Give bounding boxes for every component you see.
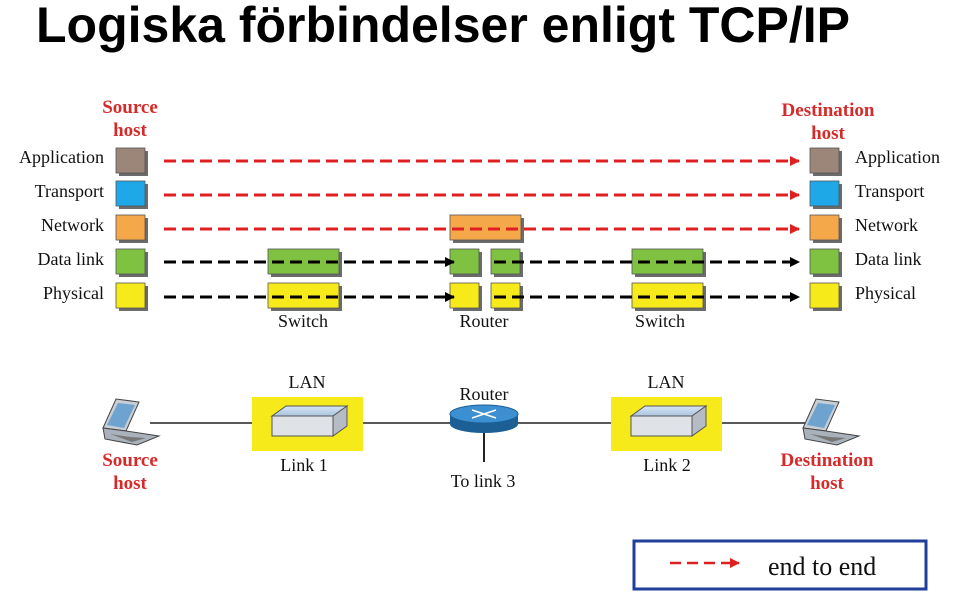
link1-label: Link 1 (280, 455, 328, 475)
destination-host-footer: Destination host (781, 450, 874, 494)
source-layer-labels: Application Transport Network Data link … (19, 147, 104, 303)
router-label: Router (460, 311, 509, 331)
end-to-end-lines (164, 156, 800, 234)
dest-layer-transport: Transport (855, 181, 924, 201)
svg-text:Source: Source (102, 97, 158, 118)
legend-box (632, 539, 928, 591)
source-layer-transport: Transport (35, 181, 104, 201)
destination-application-box (809, 147, 840, 174)
svg-text:host: host (113, 120, 147, 141)
svg-text:Source: Source (102, 450, 158, 471)
source-physical-box (115, 282, 146, 309)
source-layer-datalink: Data link (38, 249, 104, 269)
hop-lines (164, 257, 800, 302)
source-host-heading: Source host (102, 97, 158, 141)
destination-physical-box (809, 282, 840, 309)
svg-text:Destination: Destination (781, 450, 874, 471)
legend: end to end (632, 539, 928, 591)
lan1-switch-icon (270, 405, 349, 437)
source-datalink-box (115, 248, 146, 275)
switch2-label: Switch (635, 311, 685, 331)
lan2-switch-icon (629, 405, 708, 437)
dest-layer-physical: Physical (855, 283, 916, 303)
source-laptop-icon (102, 398, 161, 446)
source-application-box (115, 147, 146, 174)
router-icon (449, 404, 519, 433)
destination-datalink-box (809, 248, 840, 275)
source-network-box (115, 214, 146, 241)
layer-boxes (115, 147, 842, 311)
source-layer-network: Network (41, 215, 104, 235)
dest-layer-network: Network (855, 215, 918, 235)
svg-text:host: host (811, 123, 845, 144)
legend-text: end to end (768, 552, 876, 581)
source-transport-box (115, 180, 146, 207)
destination-layer-labels: Application Transport Network Data link … (855, 147, 940, 303)
destination-host-heading: Destination host (782, 100, 875, 144)
source-host-footer: Source host (102, 450, 158, 494)
page-title: Logiska förbindelser enligt TCP/IP (36, 0, 851, 53)
source-layer-application: Application (19, 147, 104, 167)
switch1-label: Switch (278, 311, 328, 331)
lan2-label: LAN (648, 372, 685, 392)
router-datalink-in-box (449, 248, 480, 275)
link2-label: Link 2 (643, 455, 691, 475)
to-link3-label: To link 3 (451, 471, 516, 491)
dest-layer-datalink: Data link (855, 249, 921, 269)
lan1-label: LAN (289, 372, 326, 392)
destination-network-box (809, 214, 840, 241)
svg-text:host: host (810, 473, 844, 494)
topology-router-label: Router (460, 384, 509, 404)
router-physical-in-box (449, 282, 480, 309)
svg-text:host: host (113, 473, 147, 494)
dest-layer-application: Application (855, 147, 940, 167)
destination-laptop-icon (802, 398, 861, 446)
svg-text:Destination: Destination (782, 100, 875, 121)
source-layer-physical: Physical (43, 283, 104, 303)
destination-transport-box (809, 180, 840, 207)
